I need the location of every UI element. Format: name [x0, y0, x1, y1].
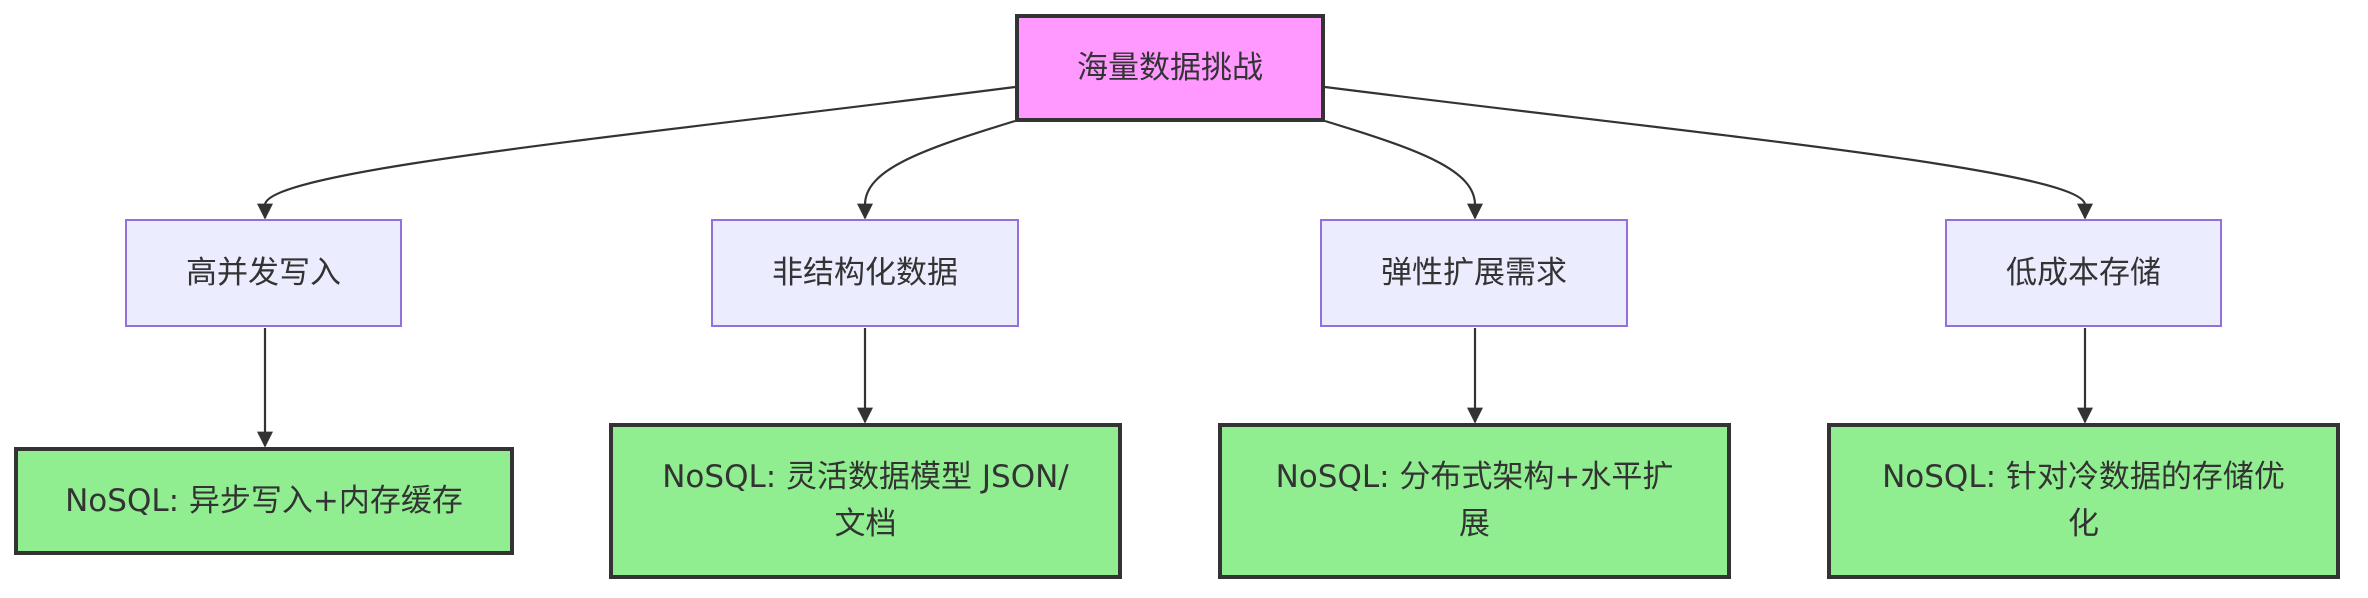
challenge-node-high-concurrency-write: 高并发写入 [125, 219, 402, 327]
edge-root-to-low-cost-storage [1324, 85, 2093, 220]
challenge-node-unstructured-data: 非结构化数据 [711, 219, 1019, 327]
solution-node-cold-data-storage: NoSQL: 针对冷数据的存储优化 [1827, 423, 2340, 579]
challenge-label: 弹性扩展需求 [1381, 254, 1567, 291]
challenge-node-elastic-scaling: 弹性扩展需求 [1320, 219, 1628, 327]
solution-label: NoSQL: 分布式架构+水平扩展 [1275, 459, 1674, 542]
solution-node-flexible-data-model: NoSQL: 灵活数据模型 JSON/文档 [609, 423, 1122, 579]
solution-label: NoSQL: 针对冷数据的存储优化 [1882, 459, 2285, 542]
challenge-label: 非结构化数据 [772, 254, 958, 291]
edge-root-to-elastic-scaling [1324, 119, 1483, 220]
solution-node-distributed-architecture: NoSQL: 分布式架构+水平扩展 [1218, 423, 1731, 579]
challenge-node-low-cost-storage: 低成本存储 [1945, 219, 2222, 327]
solution-node-async-write-cache: NoSQL: 异步写入+内存缓存 [14, 447, 514, 555]
edge-root-to-high-concurrency-write [257, 85, 1016, 220]
root-node-label: 海量数据挑战 [1077, 49, 1263, 86]
challenge-label: 低成本存储 [2006, 254, 2161, 291]
edge-root-to-unstructured-data [857, 119, 1016, 220]
root-node-massive-data-challenge: 海量数据挑战 [1015, 14, 1325, 122]
solution-label: NoSQL: 灵活数据模型 JSON/文档 [662, 459, 1069, 542]
solution-label: NoSQL: 异步写入+内存缓存 [65, 482, 463, 519]
challenge-label: 高并发写入 [186, 254, 341, 291]
